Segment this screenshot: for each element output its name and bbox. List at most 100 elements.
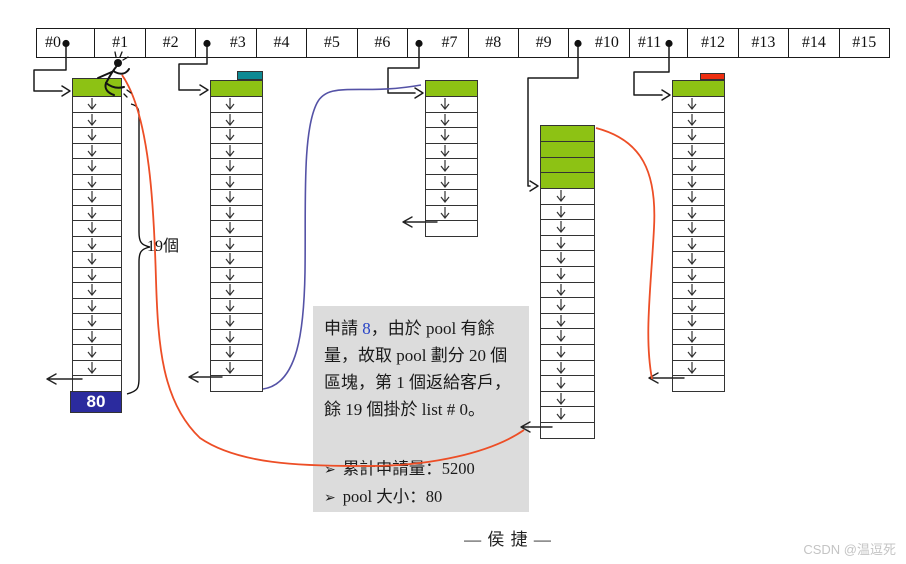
brace-count-label: 19個	[147, 238, 180, 255]
chain-list-0-free-block	[72, 127, 122, 144]
chain-list-3-free-block	[210, 328, 263, 345]
chain-list-12-free-block	[672, 235, 725, 252]
pointer-arrowhead-list0	[61, 85, 71, 97]
chain-list-12-head-block	[672, 80, 725, 97]
free-list-cell-1: #1	[95, 29, 146, 57]
free-list-cell-4: #4	[257, 29, 308, 57]
free-list-cell-6: #6	[358, 29, 409, 57]
arrow-bullet-icon: ➢	[324, 463, 336, 478]
chain-list-10-free-block	[540, 281, 595, 299]
chain-list-10-head-block	[540, 156, 595, 174]
chain-list-12-free-block	[672, 158, 725, 175]
chain-list-7-head-block	[425, 80, 478, 97]
chain-list-0-free-block	[72, 173, 122, 190]
chain-list-12-free-block	[672, 204, 725, 221]
chain-list-12-free-block	[672, 173, 725, 190]
bullet-total-requested: ➢累計申請量：5200	[324, 459, 475, 478]
chain-list-10-free-block	[540, 297, 595, 314]
pointer-arrowhead-list10	[529, 180, 539, 192]
chain-list-3-free-block	[210, 375, 263, 392]
chain-list-10-free-block	[540, 375, 595, 392]
chain-list-10-free-block	[540, 250, 595, 267]
chain-list-7-free-block	[425, 204, 478, 221]
free-list-cell-13: #13	[739, 29, 790, 57]
chain-list-10-free-block	[540, 328, 595, 345]
chain-list-7-free-block	[425, 189, 478, 206]
free-list-cell-3: #3	[196, 29, 257, 57]
chain-list-3-free-block	[210, 344, 263, 361]
chain-list-3-free-block	[210, 173, 263, 190]
chain-list-0-free-block	[72, 158, 122, 175]
chain-list-0-free-block	[72, 282, 122, 299]
pool-size-block: 80	[70, 390, 122, 413]
free-list-cell-0: #0	[37, 29, 96, 57]
chain-list-3-free-block	[210, 204, 263, 221]
chain-list-3-free-block	[210, 282, 263, 299]
pointer-arrowhead-list11	[661, 89, 671, 101]
chain-list-10-free-block	[540, 390, 595, 408]
annotation-box: 申請 8，由於 pool 有餘量，故取 pool 劃分 20 個區塊，第 1 個…	[313, 306, 529, 512]
chain-list-3-used-accent	[237, 71, 263, 80]
chain-list-3-free-block	[210, 359, 263, 376]
chain-list-12-free-block	[672, 375, 725, 392]
free-list-cell-11: #11	[630, 29, 689, 57]
chain-list-10-free-block	[540, 422, 595, 439]
chain-list-7-free-block	[425, 173, 478, 190]
chain-list-10-free-block	[540, 406, 595, 423]
chain-list-0-free-block	[72, 266, 122, 283]
chain-list-0-free-block	[72, 189, 122, 206]
note-bullets: ➢累計申請量：5200 ➢pool 大小：80	[324, 456, 475, 512]
chain-list-10-free-block	[540, 188, 595, 205]
chain-list-12-free-block	[672, 251, 725, 268]
free-list-cell-12: #12	[688, 29, 739, 57]
chain-list-10-free-block	[540, 344, 595, 361]
chain-list-12-free-block	[672, 220, 725, 237]
arrow-bullet-icon: ➢	[324, 491, 336, 506]
note-paragraph: 申請 8，由於 pool 有餘量，故取 pool 劃分 20 個區塊，第 1 個…	[324, 319, 511, 419]
chain-list-0-free-block	[72, 96, 122, 113]
chain-list-10-free-block	[540, 312, 595, 330]
chain-list-0-free-block	[72, 220, 122, 237]
pointer-arrowhead-list7	[414, 87, 424, 99]
chain-list-3-free-block	[210, 96, 263, 113]
chain-list-0-free-block	[72, 204, 122, 221]
chain-list-10-free-block	[540, 359, 595, 377]
chain-list-0-free-block	[72, 235, 122, 252]
chain-list-0-free-block	[72, 375, 122, 392]
chain-list-12-free-block	[672, 266, 725, 283]
free-list-cell-9: #9	[519, 29, 570, 57]
chain-list-12-free-block	[672, 359, 725, 376]
chain-list-3-free-block	[210, 251, 263, 268]
chain-list-12-free-block	[672, 297, 725, 314]
chain-list-10-head-block	[540, 140, 595, 158]
chain-list-10-free-block	[540, 266, 595, 283]
chain-list-10-free-block	[540, 203, 595, 221]
chain-list-10-head-block	[540, 172, 595, 189]
chain-list-0-free-block	[72, 142, 122, 159]
chain-list-12-free-block	[672, 313, 725, 330]
chain-list-0-free-block	[72, 297, 122, 314]
chain-list-3-free-block	[210, 111, 263, 128]
chain-list-12-used-accent	[700, 73, 725, 80]
free-list-cell-5: #5	[307, 29, 358, 57]
chain-list-12-free-block	[672, 142, 725, 159]
free-list-cell-8: #8	[469, 29, 519, 57]
chain-list-10-free-block	[540, 234, 595, 252]
chain-list-12-free-block	[672, 344, 725, 361]
chain-list-3-free-block	[210, 220, 263, 237]
chain-list-7-free-block	[425, 220, 478, 237]
bullet-pool-size: ➢pool 大小：80	[324, 487, 443, 506]
chain-list-3-free-block	[210, 266, 263, 283]
author-signature: — 侯 捷 —	[464, 530, 552, 549]
chain-list-0-free-block	[72, 313, 122, 330]
chain-list-3-free-block	[210, 313, 263, 330]
chain-list-3-free-block	[210, 142, 263, 159]
chain-list-7-free-block	[425, 127, 478, 144]
chain-list-0-free-block	[72, 359, 122, 376]
chain-list-3-free-block	[210, 235, 263, 252]
chain-list-12-free-block	[672, 328, 725, 345]
chain-list-3-free-block	[210, 158, 263, 175]
chain-list-12-free-block	[672, 189, 725, 206]
chain-list-7-free-block	[425, 158, 478, 175]
